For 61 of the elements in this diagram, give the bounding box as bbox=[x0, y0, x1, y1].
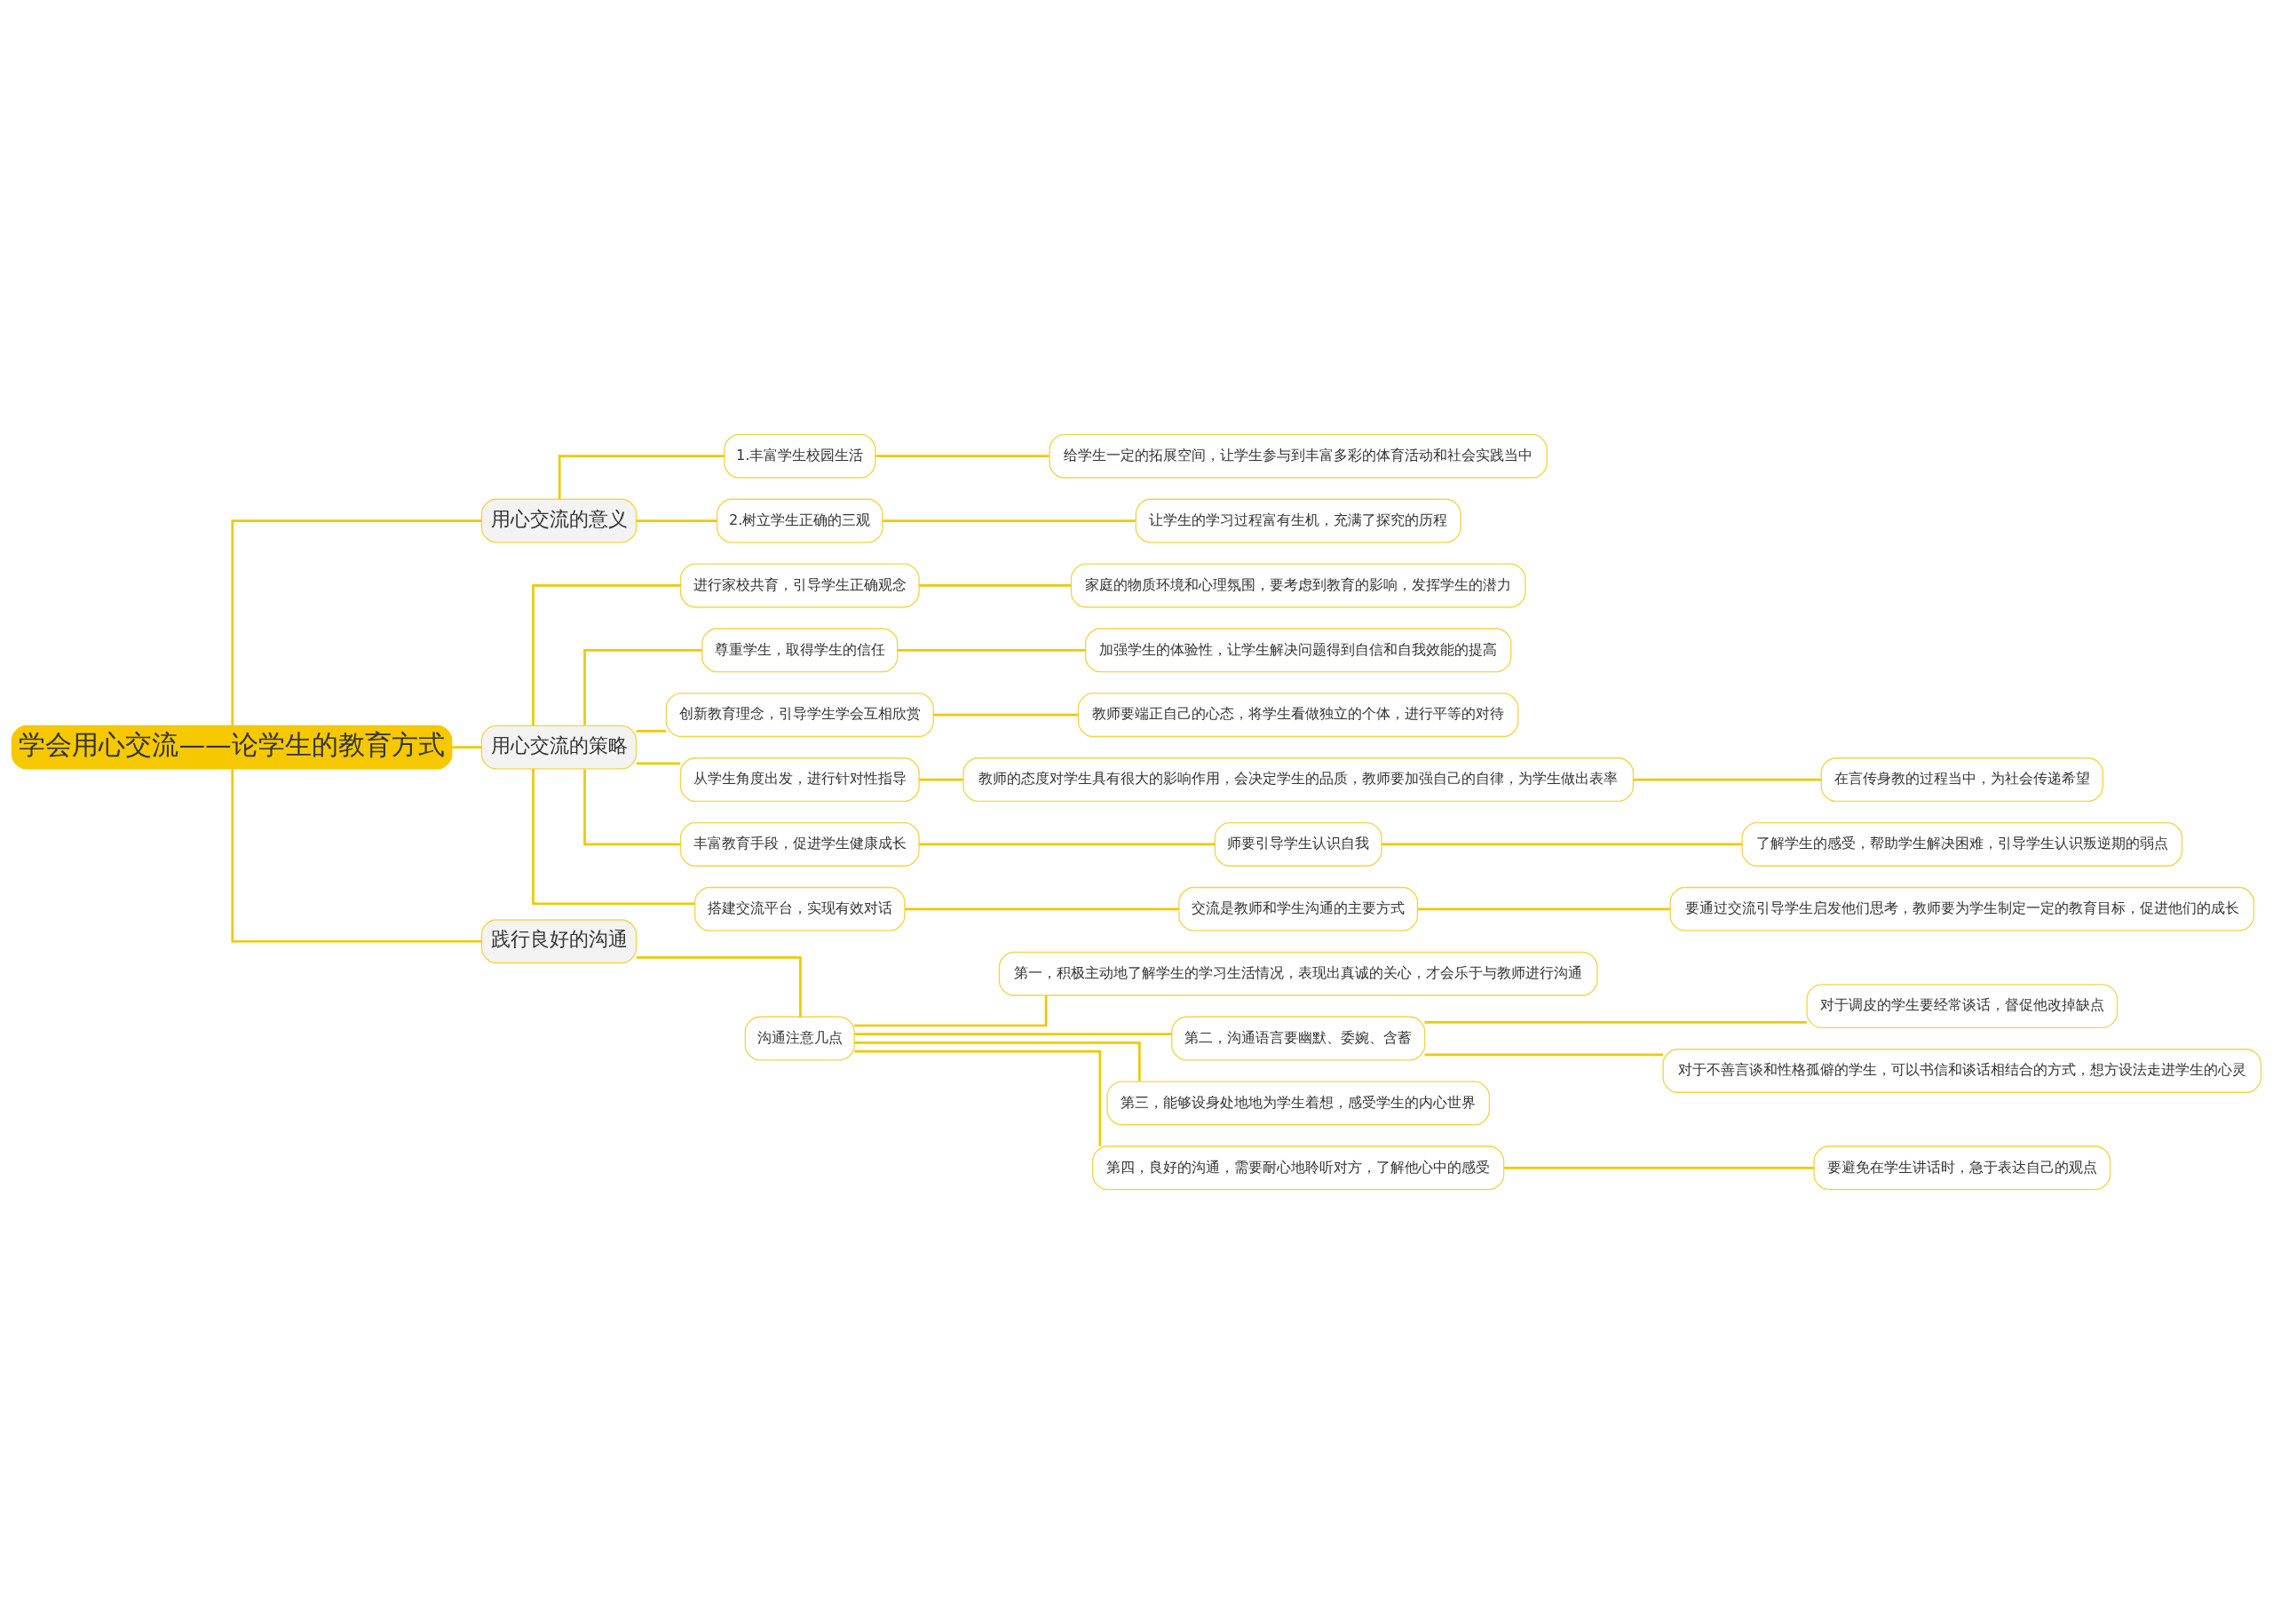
node-box: 沟通注意几点 bbox=[744, 1016, 855, 1061]
connector bbox=[1504, 1166, 1815, 1169]
connector bbox=[558, 455, 725, 499]
node-box: 进行家校共育，引导学生正确观念 bbox=[679, 563, 920, 608]
connector bbox=[1633, 778, 1821, 781]
connector bbox=[898, 648, 1086, 652]
node-box: 让学生的学习过程富有生机，充满了探究的历程 bbox=[1135, 498, 1461, 543]
connector bbox=[919, 584, 1072, 587]
node-box: 搭建交流平台，实现有效对话 bbox=[694, 886, 906, 931]
connector bbox=[231, 769, 482, 943]
node-box: 教师的态度对学生具有很大的影响作用，会决定学生的品质，教师要加强自己的自律，为学生做出表率 bbox=[962, 757, 1635, 803]
node-box: 了解学生的感受，帮助学生解决困难，引导学生认识叛逆期的弱点 bbox=[1741, 821, 2183, 867]
node-box: 践行良好的沟通 bbox=[480, 919, 638, 964]
node-box: 对于不善言谈和性格孤僻的学生，可以书信和谈话相结合的方式，想方设法走进学生的心灵 bbox=[1662, 1049, 2262, 1093]
node-box: 从学生角度出发，进行针对性指导 bbox=[679, 757, 920, 803]
node-box: 2.树立学生正确的三观 bbox=[717, 498, 883, 543]
connector bbox=[583, 769, 681, 846]
connector bbox=[636, 762, 681, 765]
node-box: 第一，积极主动地了解学生的学习生活情况，表现出真诚的关心，才会乐于与教师进行沟通 bbox=[998, 951, 1598, 996]
connector bbox=[854, 995, 1048, 1027]
node-box: 加强学生的体验性，让学生解决问题得到自信和自我效能的提高 bbox=[1084, 628, 1512, 673]
connector bbox=[583, 648, 702, 725]
node-box: 家庭的物质环境和心理氛围，要考虑到教育的影响，发挥学生的潜力 bbox=[1070, 563, 1526, 608]
connector bbox=[636, 956, 802, 1018]
node-box: 尊重学生，取得学生的信任 bbox=[701, 628, 899, 673]
connector bbox=[875, 455, 1049, 458]
connector bbox=[231, 519, 482, 726]
node-box: 第二，沟通语言要幽默、委婉、含蓄 bbox=[1171, 1016, 1426, 1061]
connector bbox=[905, 907, 1179, 911]
connector bbox=[919, 778, 963, 781]
node-box: 用心交流的意义 bbox=[480, 498, 638, 543]
node-box: 教师要端正自己的心态，将学生看做独立的个体，进行平等的对待 bbox=[1077, 693, 1519, 738]
node-box: 师要引导学生认识自我 bbox=[1214, 821, 1382, 867]
connector bbox=[636, 730, 666, 733]
node-box: 第三，能够设身处地地为学生着想，感受学生的内心世界 bbox=[1106, 1081, 1491, 1126]
connector bbox=[532, 584, 681, 726]
connector bbox=[854, 1050, 1102, 1146]
connector bbox=[854, 1042, 1141, 1081]
connector bbox=[1424, 1053, 1663, 1057]
connector bbox=[1417, 907, 1670, 911]
node-box: 交流是教师和学生沟通的主要方式 bbox=[1178, 886, 1419, 931]
connector bbox=[1382, 843, 1742, 846]
node-box: 学会用心交流——论学生的教育方式 bbox=[11, 725, 453, 770]
connector bbox=[919, 843, 1216, 846]
node-box: 要通过交流引导学生启发他们思考，教师要为学生制定一定的教育目标，促进他们的成长 bbox=[1669, 886, 2255, 931]
node-box: 第四，良好的沟通，需要耐心地聆听对方，了解他心中的感受 bbox=[1092, 1145, 1505, 1191]
node-box: 对于调皮的学生要经常谈话，督促他改掉缺点 bbox=[1806, 984, 2119, 1029]
node-box: 用心交流的策略 bbox=[480, 725, 638, 770]
node-box: 在言传身教的过程当中，为社会传递希望 bbox=[1820, 757, 2104, 803]
connector bbox=[1424, 1021, 1807, 1024]
connector bbox=[636, 519, 717, 522]
connector bbox=[933, 713, 1079, 717]
connector bbox=[532, 769, 695, 906]
node-box: 要避免在学生讲话时，急于表达自己的观点 bbox=[1813, 1145, 2111, 1191]
connector bbox=[883, 519, 1136, 522]
node-box: 丰富教育手段，促进学生健康成长 bbox=[679, 821, 920, 867]
connector bbox=[451, 746, 482, 749]
node-box: 给学生一定的拓展空间，让学生参与到丰富多彩的体育活动和社会实践当中 bbox=[1049, 433, 1548, 479]
node-box: 创新教育理念，引导学生学会互相欣赏 bbox=[665, 693, 934, 738]
connector bbox=[854, 1033, 1172, 1036]
node-box: 1.丰富学生校园生活 bbox=[724, 433, 876, 479]
